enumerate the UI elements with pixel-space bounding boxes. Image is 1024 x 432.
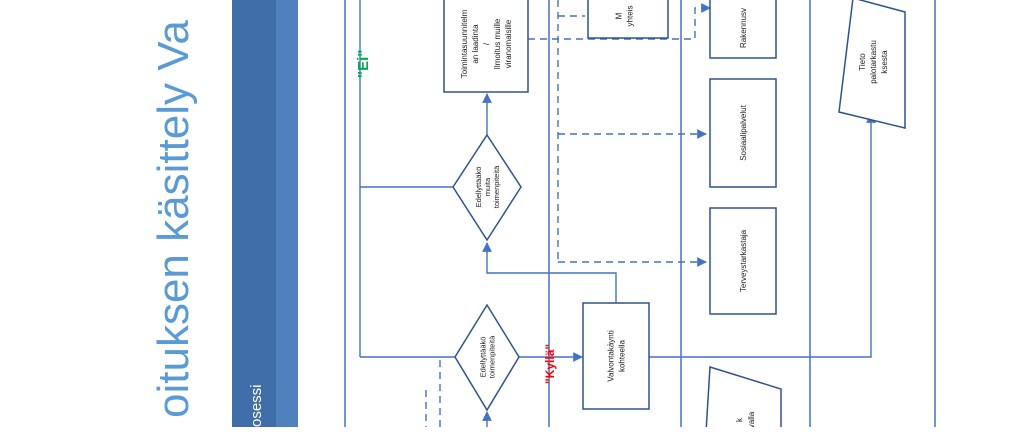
shape-text-line: palotarkastu [869, 40, 878, 84]
shape-text-line: Tieto [858, 53, 867, 71]
shape-text-line: / [482, 42, 491, 45]
band-label: osessi [248, 384, 265, 427]
shape-text-line: k [735, 417, 744, 422]
building-control-box [709, 0, 777, 59]
shape-text-line: Edellyttääkö [474, 167, 483, 208]
dashed-connectors [425, 0, 711, 427]
shape-text-line: yhteis [626, 6, 635, 27]
social-care-box [709, 78, 777, 188]
shape-text-line: Ilmoitus muille [493, 18, 502, 69]
other-authority-box [587, 0, 669, 39]
supervisory-visit-box [582, 302, 650, 410]
solid-connectors [359, 0, 876, 427]
shape-text-line: ksesta [880, 50, 889, 74]
building-control-label: Rakennusv [739, 8, 748, 48]
shape-text-line: toimenpiteitä [488, 335, 497, 378]
social-care-label: Sosiaalipalvelut [739, 104, 748, 160]
shape-text-line: Edellyttääkö [479, 337, 488, 378]
label-yes: "Kyllä" [543, 344, 557, 384]
shape-text-line: valla [747, 411, 756, 427]
fire-inspection-info-shape [838, 0, 906, 129]
fire-measures-decision [454, 303, 520, 412]
health-inspector-box [709, 207, 777, 315]
health-inspector-label: Terveystarkastaja [739, 229, 748, 292]
shape-text-line: kohteella [618, 339, 627, 372]
shape-text-line: Valvontakäynti [607, 330, 616, 382]
shape-text-line: an laadinta [471, 24, 480, 64]
slide-title: oituksen käsittely Va [149, 20, 198, 418]
shape-text-line: muita [483, 177, 492, 196]
bottom-partial-shape [705, 366, 782, 432]
shape-text-line: viranomaisille [504, 19, 513, 68]
shape-text-line: M [615, 12, 624, 19]
action-plan-box [443, 0, 529, 93]
shape-text-line: Toimintasuunnitelm [460, 9, 469, 78]
band-dark [232, 0, 276, 427]
label-no: "Ei" [355, 50, 372, 78]
shape-text-line: toimenpiteitä [492, 165, 501, 208]
other-measures-decision [452, 133, 522, 242]
